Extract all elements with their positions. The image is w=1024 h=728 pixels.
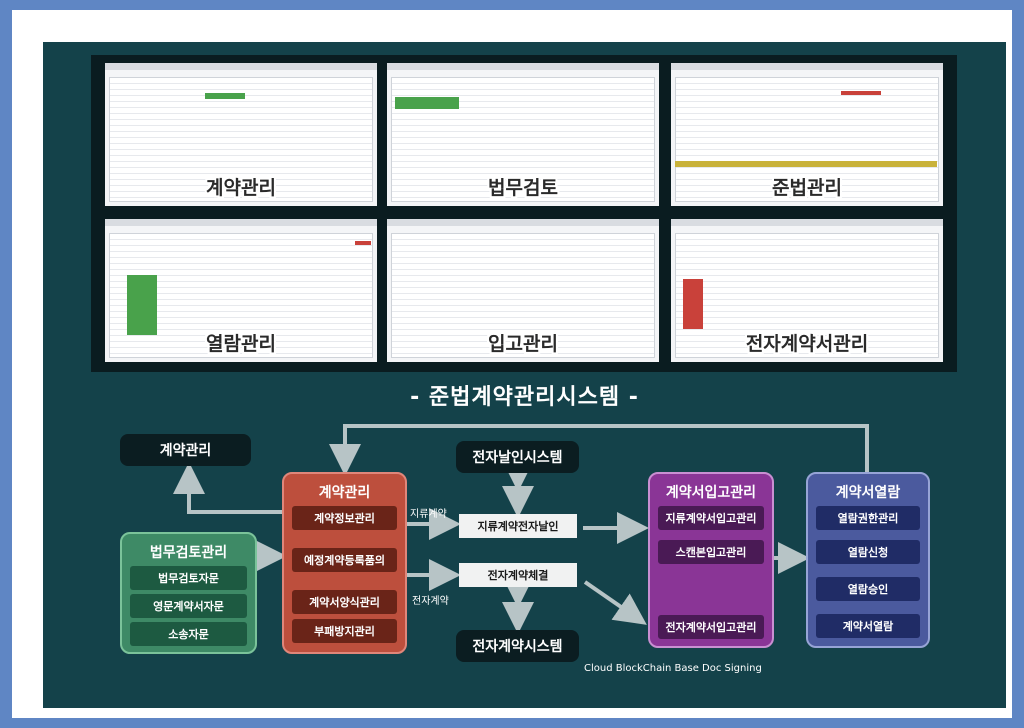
- screenshot-label: 전자계약서관리: [745, 333, 869, 355]
- arrow-view-to-contract: [329, 424, 869, 476]
- view-item: 계약서열람: [816, 614, 920, 638]
- table-preview: [675, 77, 939, 202]
- contract-item: 부패방지관리: [292, 619, 397, 643]
- screenshot-e-contract: 전자계약서관리: [671, 219, 943, 362]
- paper-seal-box: 지류계약전자날인: [459, 514, 577, 538]
- screenshot-storage: 입고관리: [387, 219, 659, 362]
- legal-item: 소송자문: [130, 622, 247, 646]
- window-titlebar: [387, 63, 659, 70]
- view-title: 계약서열람: [835, 485, 901, 501]
- window-titlebar: [671, 63, 943, 70]
- screenshot-compliance: 준법관리: [671, 63, 943, 206]
- arrow-esign-to-storage: [583, 580, 647, 625]
- contract-title: 계약관리: [318, 485, 371, 501]
- view-item: 열람신청: [816, 540, 920, 564]
- system-title: - 준법계약관리시스템 -: [410, 385, 639, 410]
- view-item: 열람승인: [816, 577, 920, 601]
- screenshot-label: 계약관리: [206, 177, 276, 199]
- screenshot-label: 입고관리: [488, 333, 558, 355]
- flow-arrows: [173, 424, 869, 634]
- page-frame: 계약관리 법무검토 준법관리 열람관리 입고관리: [12, 10, 1012, 718]
- e-contract-system-node: 전자계약시스템: [456, 630, 579, 662]
- screenshot-gallery: 계약관리 법무검토 준법관리 열람관리 입고관리: [91, 55, 957, 372]
- form-preview: [391, 233, 655, 358]
- contract-item: 예정계약등록품의: [292, 548, 397, 572]
- storage-box: 계약서입고관리 지류계약서입고관리 스캔본입고관리 전자계약서입고관리: [648, 472, 774, 648]
- legal-review-box: 법무검토관리 법무검토자문 영문계약서자문 소송자문: [120, 532, 257, 654]
- e-contract-label: 전자계약: [412, 596, 449, 607]
- status-column: [127, 275, 157, 335]
- diagram-panel: 계약관리 법무검토 준법관리 열람관리 입고관리: [43, 42, 1006, 708]
- storage-item: 지류계약서입고관리: [658, 506, 764, 530]
- table-preview: [109, 77, 373, 202]
- screenshot-label: 열람관리: [206, 333, 276, 355]
- storage-title: 계약서입고관리: [665, 485, 757, 501]
- legal-item: 영문계약서자문: [130, 594, 247, 618]
- storage-item: 전자계약서입고관리: [658, 615, 764, 639]
- workflow-bar: [675, 161, 937, 167]
- storage-item: 스캔본입고관리: [658, 540, 764, 564]
- action-button: [355, 241, 371, 245]
- action-buttons: [841, 91, 881, 95]
- arrow-contract-to-top: [173, 462, 283, 514]
- window-titlebar: [105, 63, 377, 70]
- window-titlebar: [105, 219, 377, 226]
- legal-review-title: 법무검토관리: [149, 545, 228, 561]
- contract-item: 계약서양식관리: [292, 590, 397, 614]
- window-titlebar: [671, 219, 943, 226]
- screenshot-contract-mgmt: 계약관리: [105, 63, 377, 206]
- screenshot-viewing: 열람관리: [105, 219, 377, 362]
- e-seal-system-node: 전자날인시스템: [456, 441, 579, 473]
- status-column: [683, 279, 703, 329]
- status-bar: [395, 97, 459, 109]
- contract-item: 계약정보관리: [292, 506, 397, 530]
- table-preview: [675, 233, 939, 358]
- paper-contract-label: 지류계약: [410, 509, 447, 520]
- contract-box: 계약관리 계약정보관리 예정계약등록품의 계약서양식관리 부패방지관리: [282, 472, 407, 654]
- view-item: 열람권한관리: [816, 506, 920, 530]
- view-box: 계약서열람 열람권한관리 열람신청 열람승인 계약서열람: [806, 472, 930, 648]
- e-sign-box: 전자계약체결: [459, 563, 577, 587]
- footnote: Cloud BlockChain Base Doc Signing: [584, 663, 762, 674]
- contract-mgmt-node: 계약관리: [120, 434, 251, 466]
- status-column: [205, 93, 245, 99]
- legal-item: 법무검토자문: [130, 566, 247, 590]
- window-titlebar: [387, 219, 659, 226]
- screenshot-label: 법무검토: [488, 177, 558, 199]
- screenshot-label: 준법관리: [772, 177, 842, 199]
- screenshot-legal-review: 법무검토: [387, 63, 659, 206]
